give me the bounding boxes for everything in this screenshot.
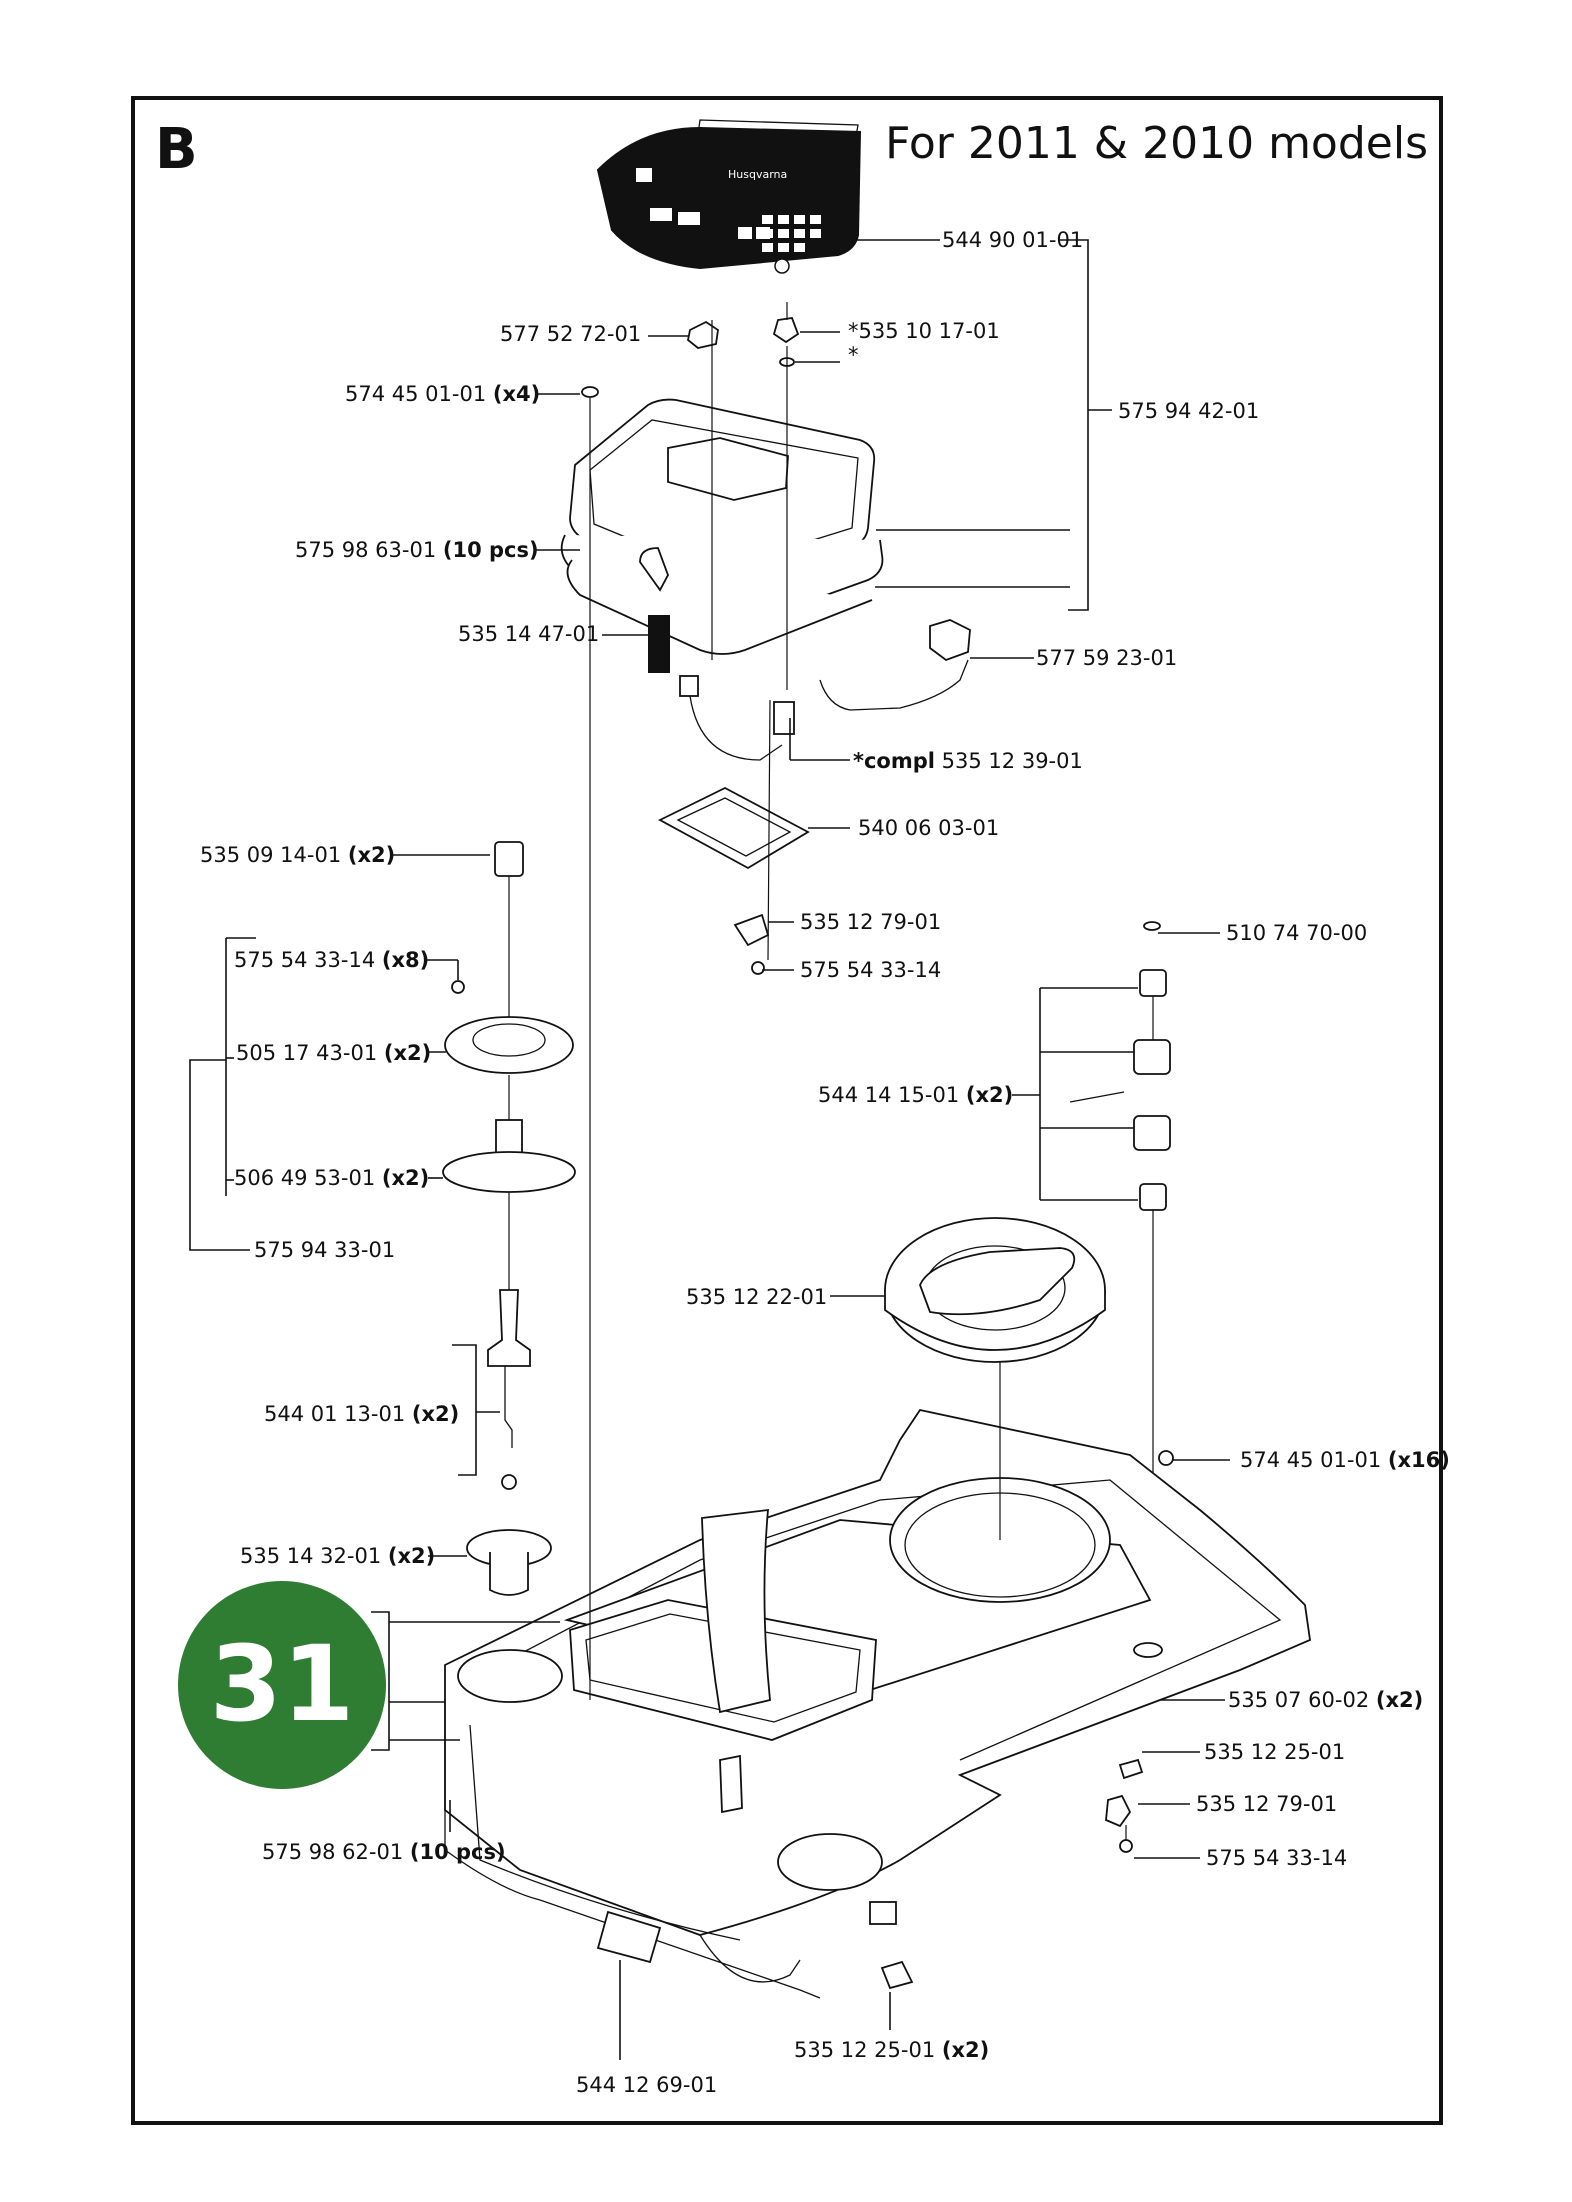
part-label: 510 74 70-00 <box>1226 921 1367 945</box>
page-number-badge: 31 <box>178 1581 386 1789</box>
part-label: 535 12 25-01 (x2) <box>794 2038 989 2062</box>
part-label: 544 01 13-01 (x2) <box>264 1402 459 1426</box>
section-letter: B <box>155 117 198 182</box>
part-label: *535 10 17-01 <box>848 319 1000 343</box>
page-frame <box>131 96 1443 2125</box>
part-label: 506 49 53-01 (x2) <box>234 1166 429 1190</box>
part-label: 535 14 47-01 <box>458 622 599 646</box>
control-housing <box>560 398 971 761</box>
part-label: 575 54 33-14 (x8) <box>234 948 429 972</box>
part-label: 535 09 14-01 (x2) <box>200 843 395 867</box>
header-title: For 2011 & 2010 models <box>885 118 1428 169</box>
part-label: 535 12 25-01 <box>1204 1740 1345 1764</box>
keypad-brand-text: Husqvarna <box>728 168 787 181</box>
left-assembly <box>442 841 576 1596</box>
page-number: 31 <box>210 1623 355 1745</box>
part-label: 577 52 72-01 <box>500 322 641 346</box>
lid-disc <box>884 1217 1106 1363</box>
part-label: 544 12 69-01 <box>576 2073 717 2097</box>
right-assembly <box>1069 921 1174 1640</box>
part-label: 540 06 03-01 <box>858 816 999 840</box>
part-label: 574 45 01-01 (x16) <box>1240 1448 1450 1472</box>
part-label: *compl 535 12 39-01 <box>853 749 1083 773</box>
circuit-board <box>658 786 810 975</box>
part-label: 535 12 79-01 <box>1196 1792 1337 1816</box>
small-parts-top <box>581 302 800 398</box>
part-label: 575 94 42-01 <box>1118 399 1259 423</box>
part-label: 535 07 60-02 (x2) <box>1228 1688 1423 1712</box>
part-labels: 544 90 01-01 *535 10 17-01 * 577 52 72-0… <box>200 228 1450 2097</box>
axis-lines <box>589 320 1001 1700</box>
part-label: 544 90 01-01 <box>942 228 1083 252</box>
part-label: 575 54 33-14 <box>1206 1846 1347 1870</box>
part-label: 535 12 79-01 <box>800 910 941 934</box>
part-label: 535 12 22-01 <box>686 1285 827 1309</box>
part-label: 575 94 33-01 <box>254 1238 395 1262</box>
part-label: 544 14 15-01 (x2) <box>818 1083 1013 1107</box>
keypad-membrane: Husqvarna <box>596 119 862 274</box>
part-label: 535 14 32-01 (x2) <box>240 1544 435 1568</box>
part-label: 574 45 01-01 (x4) <box>345 382 540 406</box>
chassis <box>444 1408 1311 1999</box>
part-label: * <box>848 343 859 367</box>
part-label: 505 17 43-01 (x2) <box>236 1041 431 1065</box>
part-label: 575 98 62-01 (10 pcs) <box>262 1840 506 1864</box>
part-label: 575 54 33-14 <box>800 958 941 982</box>
part-label: 577 59 23-01 <box>1036 646 1177 670</box>
leader-lines <box>189 239 1230 2060</box>
part-label: 575 98 63-01 (10 pcs) <box>295 538 539 562</box>
